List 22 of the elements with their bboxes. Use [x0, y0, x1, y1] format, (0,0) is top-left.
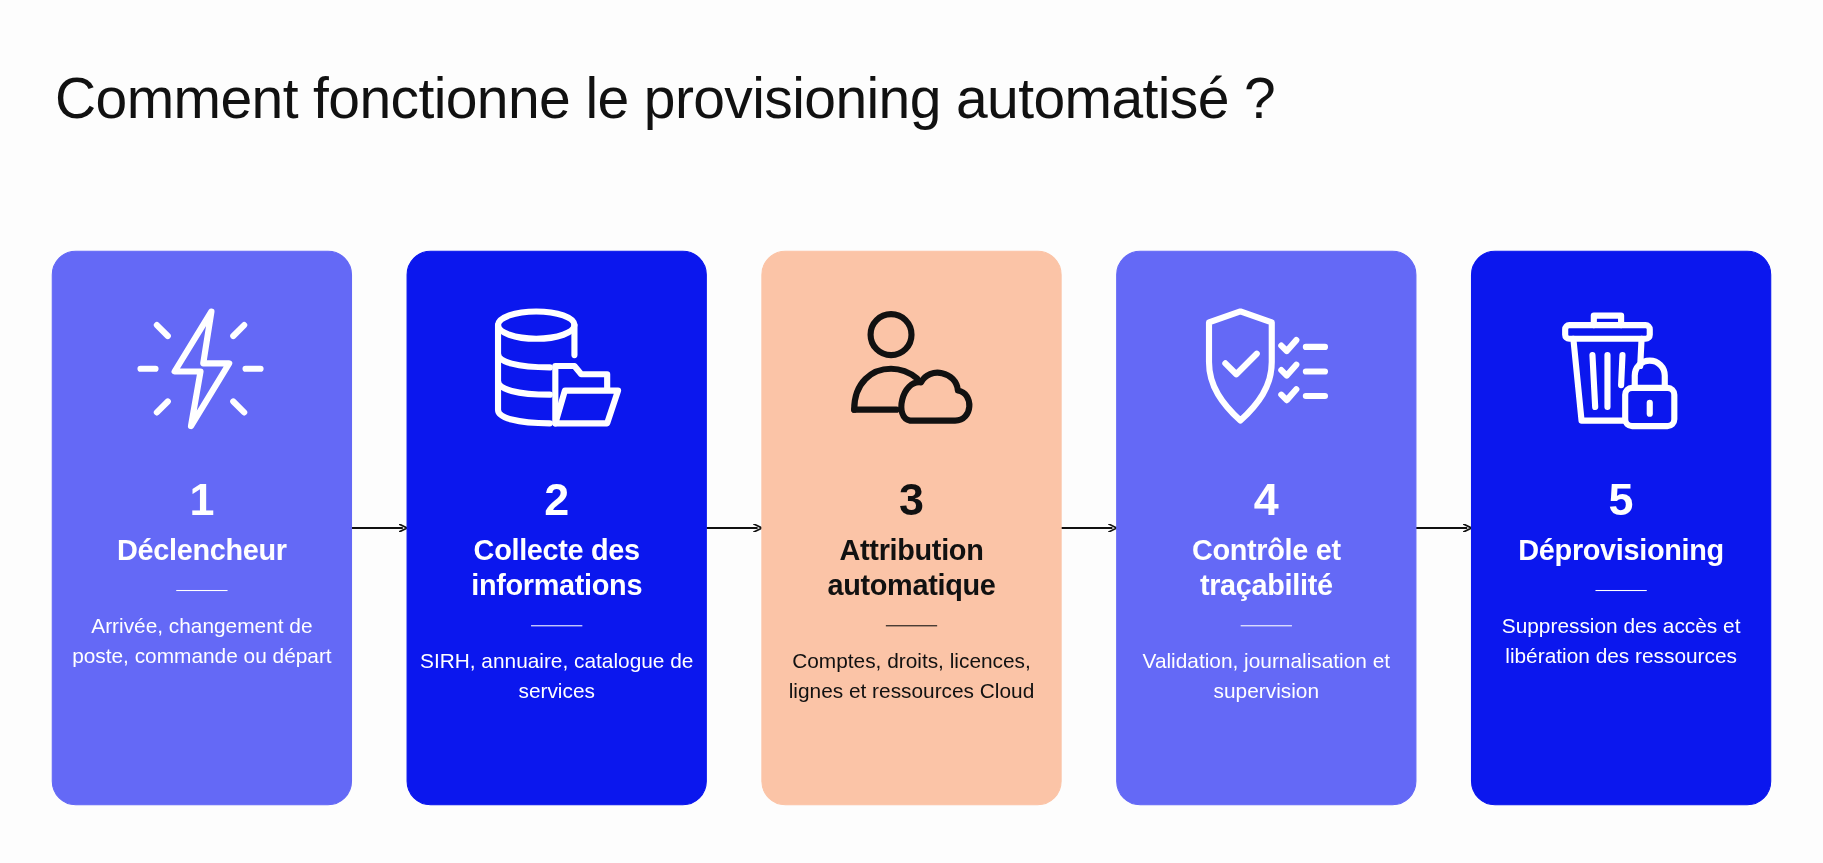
step-card [761, 250, 1062, 806]
title: Comment fonctionne le provisioning automatisé ? [55, 66, 1276, 132]
step-title: Collecte des informations [470, 533, 644, 604]
step-number: 1 [189, 475, 215, 525]
step-title: Déprovisioning [1518, 533, 1724, 569]
step-number: 4 [1253, 475, 1279, 525]
step-number: 2 [544, 475, 570, 525]
step-description: Suppression des accès et libération des ressources [1500, 612, 1742, 670]
step-title: Attribution automatique [826, 533, 997, 604]
step-description: Comptes, droits, licences, lignes et ressources Cloud [787, 647, 1036, 705]
step-title: Déclencheur [117, 533, 287, 569]
arrow [351, 522, 408, 534]
step-title: Contrôle et traçabilité [1190, 533, 1342, 604]
step-card [406, 250, 707, 806]
step-card [51, 250, 353, 806]
step-description: Arrivée, changement de poste, commande ou départ [71, 612, 333, 670]
step-description: Validation, journalisation et supervision [1141, 647, 1392, 705]
step-card [1116, 250, 1417, 806]
step-description: SIRH, annuaire, catalogue de services [419, 647, 694, 705]
step-number: 3 [899, 475, 924, 525]
step-number: 5 [1608, 475, 1634, 525]
step-card [1470, 250, 1772, 806]
